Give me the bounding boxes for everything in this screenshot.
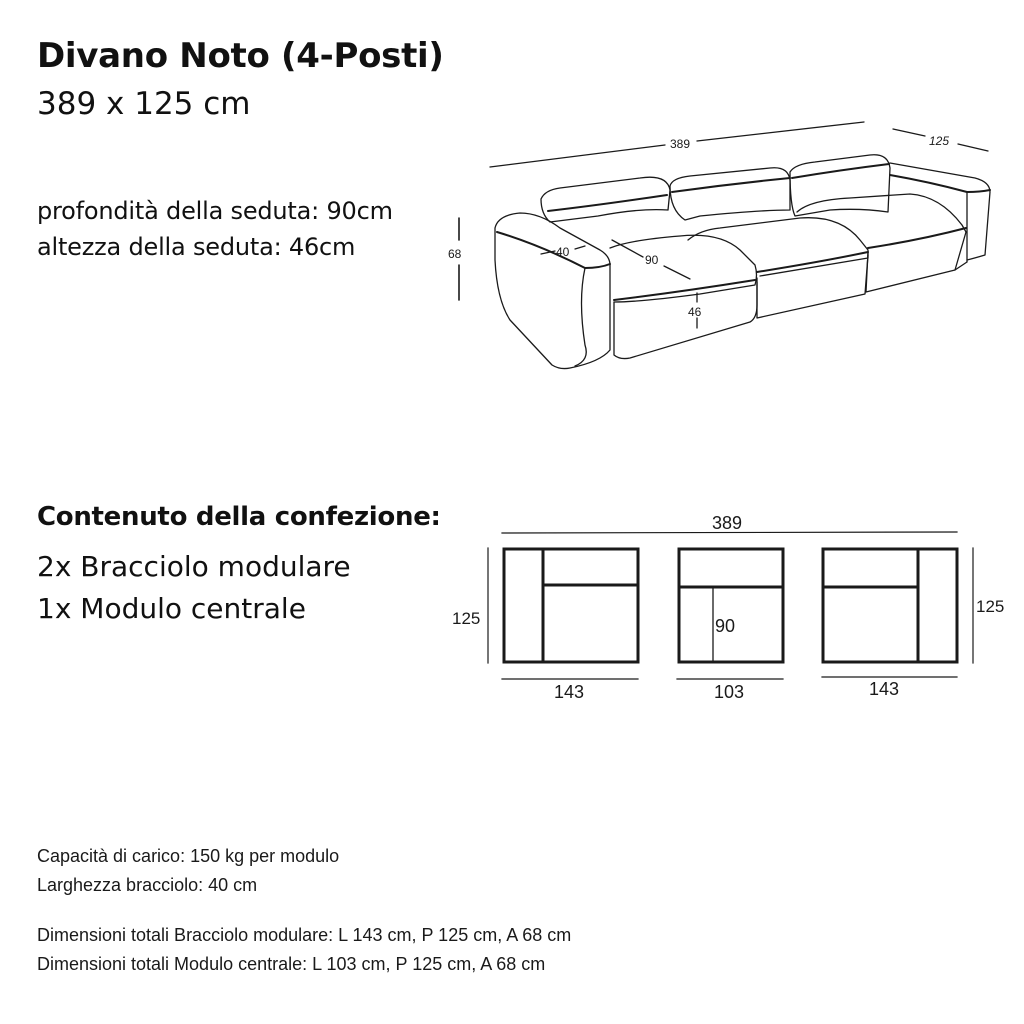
depth-label: 125 (929, 134, 949, 148)
seat-height-label: 46 (688, 305, 702, 319)
center-module-dimensions: Dimensioni totali Modulo centrale: L 103… (37, 954, 546, 974)
width-label: 389 (670, 137, 690, 151)
armrest-module-dimensions: Dimensioni totali Bracciolo modulare: L … (37, 925, 572, 945)
package-item-center: 1x Modulo centrale (37, 592, 306, 625)
left-module-width-label: 143 (554, 682, 584, 702)
center-module-width-label: 103 (714, 682, 744, 702)
total-width-label: 389 (712, 513, 742, 533)
seat-depth-spec: profondità della seduta: 90cm (37, 197, 393, 225)
left-depth-label: 125 (452, 609, 480, 628)
armrest-width-label: 40 (556, 245, 570, 259)
modules-top-view-diagram: 389 125 125 143 103 143 90 (452, 513, 1004, 702)
armrest-width: Larghezza bracciolo: 40 cm (37, 875, 258, 895)
package-title: Contenuto della confezione: (37, 502, 441, 532)
center-seat-depth-label: 90 (715, 616, 735, 636)
seat-depth-label: 90 (645, 253, 659, 267)
product-dimensions: 389 x 125 cm (37, 86, 251, 122)
product-title: Divano Noto (4-Posti) (37, 36, 444, 76)
load-capacity: Capacità di carico: 150 kg per modulo (37, 846, 340, 866)
package-item-armrest: 2x Bracciolo modulare (37, 550, 351, 583)
right-depth-label: 125 (976, 597, 1004, 616)
seat-height-spec: altezza della seduta: 46cm (37, 233, 356, 261)
sofa-perspective-drawing: 389 125 68 40 90 46 (448, 121, 991, 370)
height-label: 68 (448, 247, 462, 261)
right-module-width-label: 143 (869, 679, 899, 699)
